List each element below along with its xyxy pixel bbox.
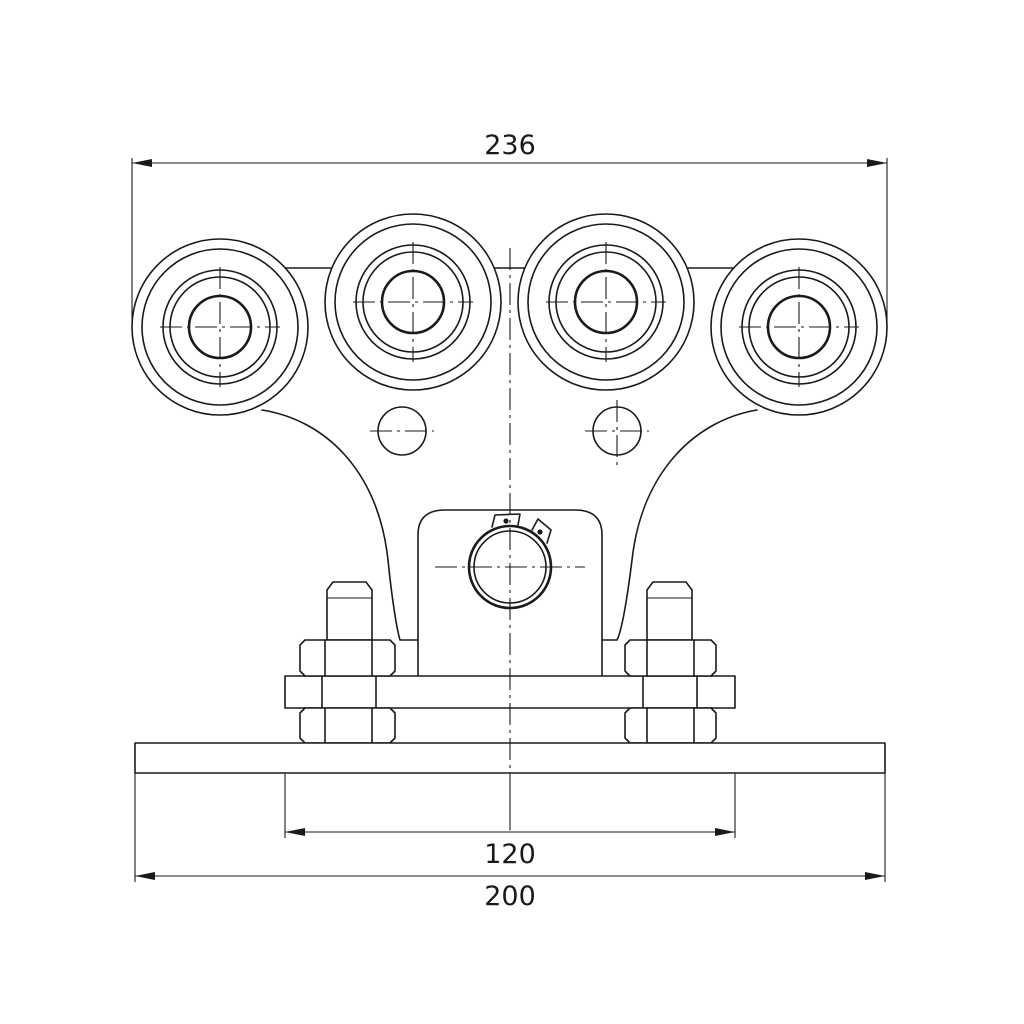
dimension-overall-width: 236: [131, 130, 888, 325]
stud-right: [646, 581, 693, 641]
retaining-clip-right: [531, 518, 552, 544]
nut-bottom-right: [624, 707, 717, 744]
dimension-plate-bolt-span: 120: [284, 773, 736, 870]
arrow-right: [867, 159, 887, 167]
label-overall-width: 236: [484, 130, 536, 161]
retaining-clip-left: [491, 513, 521, 528]
label-base-width: 200: [484, 881, 536, 912]
roller-4: [710, 238, 888, 416]
arrow-left: [132, 159, 152, 167]
dimension-base-width: 200: [134, 773, 886, 912]
nut-bottom-left: [299, 707, 396, 744]
roller-1: [131, 238, 309, 416]
roller-2: [324, 213, 502, 391]
nut-top-right: [624, 639, 717, 677]
bracket-hole-left: [370, 406, 434, 456]
stud-left: [326, 581, 373, 641]
bracket-hole-right: [585, 400, 649, 466]
roller-3: [517, 213, 695, 391]
label-plate-bolt-span: 120: [484, 839, 536, 870]
nut-top-left: [299, 639, 396, 677]
